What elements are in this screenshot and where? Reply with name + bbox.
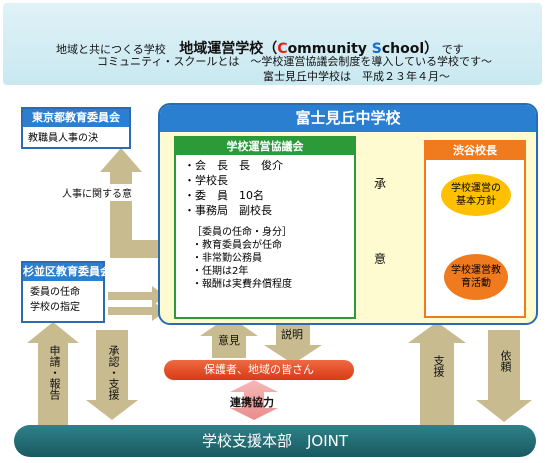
header-banner — [3, 3, 542, 85]
personnel-arrow — [100, 148, 170, 258]
header-prefix: 地域と共につくる学校 — [56, 43, 166, 56]
policy-oval: 学校運営の基本方針 — [441, 174, 511, 216]
suginami-board-title: 杉並区教育委員会 — [23, 263, 111, 281]
council-member: ・事務局 副校長 — [184, 204, 272, 217]
council-members: ・会 長 長 俊介 ・学校長 ・委 員 10名 ・事務局 副校長 — [176, 155, 354, 218]
appointment-item: ・報酬は実費弁償程度 — [192, 279, 292, 290]
joint-bar: 学校支援本部 JOINT — [14, 425, 536, 457]
shonin-arrow — [86, 330, 138, 420]
header-title: 地域運営学校（Community School） — [179, 41, 439, 57]
activity-oval: 学校運営教育活動 — [444, 254, 508, 300]
suginami-arrow-1 — [108, 286, 166, 306]
council-title: 学校運営協議会 — [176, 138, 354, 155]
header-suffix: です — [441, 43, 464, 56]
appointment-item: ・教育委員会が任命 — [192, 240, 282, 251]
council-member: ・委 員 10名 — [184, 189, 264, 202]
header-line2: コミュニティ・スクールとは ～学校運営協議会制度を導入している学校です～ — [97, 55, 493, 68]
renkei-label: 連携協力 — [230, 396, 274, 409]
council-member: ・会 長 長 俊介 — [184, 159, 283, 172]
appointment-title: ［委員の任命・身分］ — [192, 227, 292, 238]
opinion-label: 意 — [374, 252, 387, 266]
suginami-board-box: 杉並区教育委員会 委員の任命 学校の指定 — [21, 261, 111, 323]
tokyo-board-box: 東京都教育委員会 教職員人事の決 — [21, 107, 131, 149]
shinsei-arrow — [27, 322, 79, 425]
shonin-label: 承認・支援 — [107, 345, 120, 400]
tokyo-board-title: 東京都教育委員会 — [23, 109, 129, 127]
council-box: 学校運営協議会 ・会 長 長 俊介 ・学校長 ・委 員 10名 ・事務局 副校長… — [174, 136, 356, 319]
policy-text: 学校運営の基本方針 — [451, 183, 501, 207]
personnel-label: 人事に関する意 — [60, 184, 134, 201]
guardians-bar: 保護者、地域の皆さん — [164, 360, 354, 380]
header-line1: 地域と共につくる学校 地域運営学校（Community School） です — [56, 38, 464, 58]
suginami-arrow-2 — [108, 301, 166, 321]
suginami-board-line2: 学校の指定 — [30, 302, 80, 313]
school-title: 富士見丘中学校 — [160, 105, 536, 132]
irai-label: 依頼 — [499, 350, 512, 372]
approve-label: 承 — [374, 177, 387, 191]
iken-label: 意見 — [218, 334, 240, 347]
shien-label: 支援 — [432, 355, 445, 377]
iken-arrow — [200, 316, 258, 358]
suginami-board-line1: 委員の任命 — [30, 287, 80, 298]
tokyo-board-body: 教職員人事の決 — [28, 133, 98, 144]
council-member: ・学校長 — [184, 174, 228, 187]
activity-text: 学校運営教育活動 — [451, 265, 501, 289]
principal-title: 渋谷校長 — [426, 142, 524, 160]
appointment-item: ・非常勤公務員 — [192, 253, 262, 264]
irai-arrow — [476, 330, 532, 422]
appointment-item: ・任期は2年 — [192, 266, 249, 277]
shien-arrow — [408, 322, 466, 425]
header-line3: 富士見丘中学校は 平成２３年４月～ — [263, 70, 450, 83]
shinsei-label: 申請・報告 — [48, 345, 61, 400]
setsumei-arrow — [264, 322, 322, 364]
council-appointment: ［委員の任命・身分］ ・教育委員会が任命 ・非常勤公務員 ・任期は2年 ・報酬は… — [176, 218, 354, 291]
renkei-poly — [230, 380, 278, 420]
setsumei-label: 説明 — [281, 328, 303, 341]
